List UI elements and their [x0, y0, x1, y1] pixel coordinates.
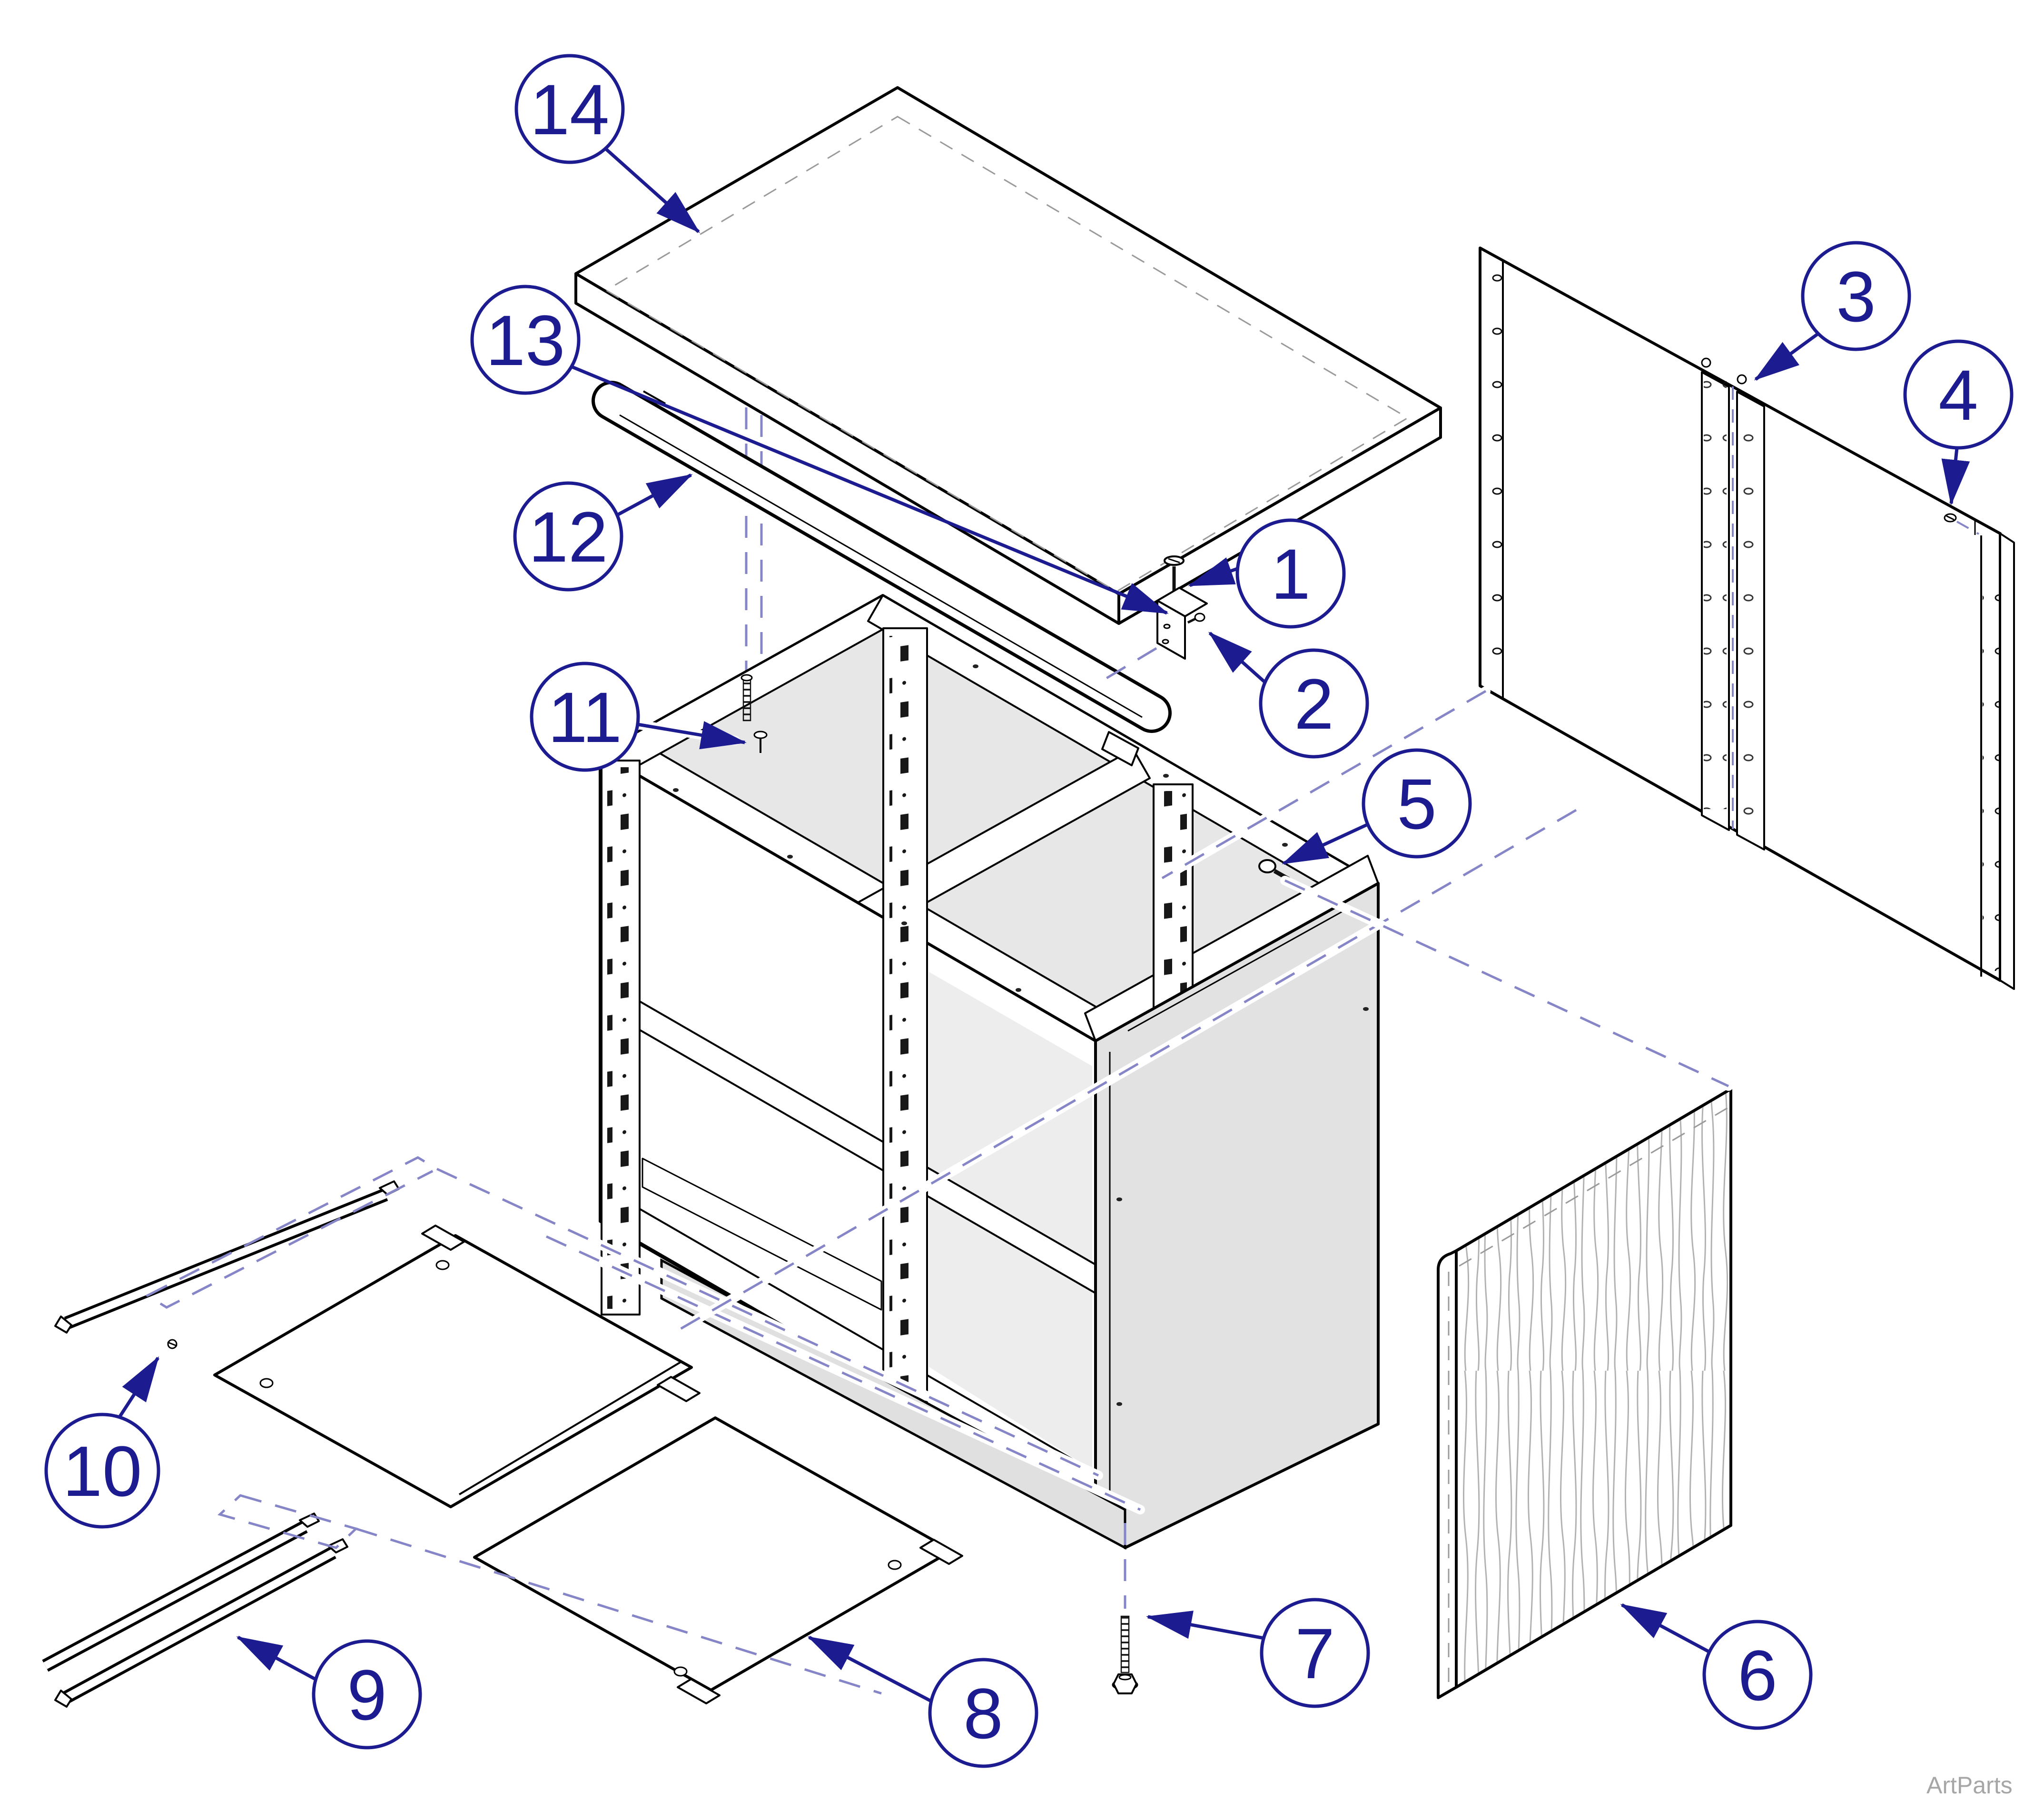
callout-14: 14: [514, 54, 625, 164]
callout-9-label: 9: [347, 1655, 386, 1735]
slotted-standard-center: [882, 627, 928, 1403]
leveling-screw-7: [1112, 1615, 1138, 1694]
callout-8-label: 8: [963, 1673, 1003, 1753]
callout-13-label: 13: [486, 300, 565, 380]
callout-5-label: 5: [1397, 764, 1436, 844]
callout-3: 3: [1801, 241, 1911, 351]
callout-8: 8: [928, 1658, 1038, 1768]
callout-3-label: 3: [1836, 257, 1876, 336]
left-bay-floor-rail: [642, 1157, 882, 1311]
callout-11: 11: [530, 662, 640, 772]
callout-14-label: 14: [530, 69, 610, 149]
watermark: ArtParts: [1926, 1772, 2013, 1799]
screw-4: [1944, 513, 1979, 535]
callout-12-label: 12: [529, 497, 608, 577]
callout-2: 2: [1259, 648, 1369, 759]
callout-1-label: 1: [1271, 534, 1310, 614]
mount-rail-10: [54, 1180, 400, 1349]
callout-11-label: 11: [548, 677, 622, 757]
callout-12: 12: [513, 481, 623, 592]
callout-9: 9: [312, 1639, 422, 1750]
mount-rail-9b: [54, 1538, 348, 1708]
bracket-2: [1103, 587, 1208, 681]
callout-4: 4: [1903, 339, 2014, 450]
mount-rail-9a: [42, 1513, 320, 1672]
callout-6: 6: [1702, 1620, 1813, 1730]
callout-leaders: [117, 147, 1970, 1704]
wood-grain: [1456, 1089, 1731, 1687]
callout-6-label: 6: [1738, 1635, 1777, 1715]
callout-13: 13: [470, 285, 581, 395]
slotted-standard-left: [601, 760, 641, 1316]
callout-7: 7: [1260, 1598, 1370, 1708]
bottom-panel-8a: [213, 1225, 701, 1508]
screw-11-pair: [741, 674, 768, 753]
wood-side-panel-6: [1437, 1088, 1733, 1699]
callout-10: 10: [44, 1413, 160, 1529]
assembly-dashed-lines: [145, 686, 1733, 1695]
back-panel-3: [1479, 247, 2015, 990]
screw-1: [1164, 555, 1185, 591]
callout-10-label: 10: [63, 1431, 142, 1511]
trim-strip-12: [592, 381, 1172, 733]
back-panel-slotted-strips: [1701, 357, 1765, 851]
callout-4-label: 4: [1938, 355, 1978, 435]
callout-7-label: 7: [1295, 1613, 1334, 1693]
callout-1: 1: [1235, 518, 1346, 629]
bottom-panel-8b: [473, 1416, 963, 1704]
callout-5: 5: [1362, 748, 1472, 859]
callout-2-label: 2: [1294, 664, 1333, 744]
